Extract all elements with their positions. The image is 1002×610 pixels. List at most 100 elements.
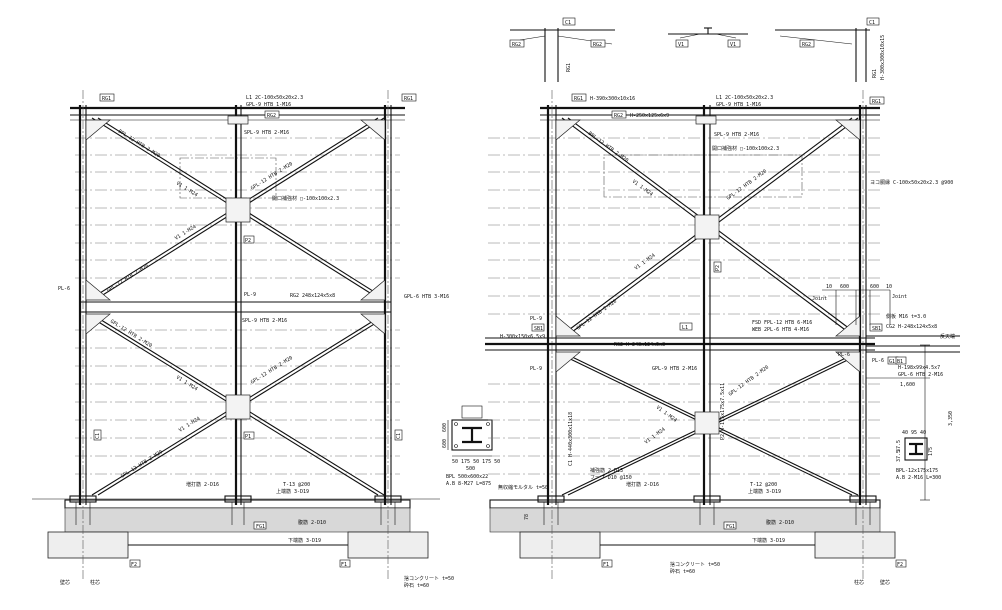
side-d175: 175 bbox=[928, 447, 934, 456]
base-dim-b: 600 bbox=[442, 439, 448, 448]
left-t13: T-13 @200 bbox=[283, 482, 310, 488]
d1-beam-right: RG2 bbox=[593, 42, 602, 48]
right-tokusei: 補強筋 2-D13 bbox=[590, 467, 623, 474]
right-pl9: PL-9 bbox=[530, 316, 542, 322]
left-rg2-top: RG2 bbox=[267, 113, 276, 119]
right-fg1: FG1 bbox=[726, 524, 735, 530]
side-base-detail: 40 95 40 37.5 37.5 175 BPL-12x175x175 A.… bbox=[896, 411, 954, 481]
right-v1-d: V1 1-M24 bbox=[644, 427, 667, 446]
d1-member: RG1 bbox=[566, 63, 572, 72]
d1-beam-left: RG2 bbox=[512, 42, 521, 48]
right-dim-600: 600 bbox=[840, 284, 849, 290]
top-detail-2: V1 V1 bbox=[668, 27, 748, 48]
right-dim-10a: 10 bbox=[826, 284, 832, 290]
left-hekishin: 壁芯 bbox=[60, 579, 70, 586]
left-f1: F1 bbox=[341, 562, 347, 568]
right-opening: 開口補強材 □-100x100x2.3 bbox=[712, 145, 779, 152]
side-dims-top: 40 95 40 bbox=[902, 430, 926, 436]
right-h-top: H-390x300x10x16 bbox=[590, 96, 635, 102]
side-d3350: 3,350 bbox=[948, 411, 954, 426]
left-zouda: 増打筋 2-D16 bbox=[186, 481, 219, 488]
right-joint-a: Joint bbox=[812, 296, 827, 302]
left-shitaba: 下端筋 3-D19 bbox=[288, 537, 321, 544]
right-g1: G1 bbox=[889, 359, 895, 365]
base-ab: A.B 8-M27 L=875 bbox=[446, 481, 491, 487]
right-hoop: フープ D10 @150 bbox=[590, 475, 632, 481]
right-sb1-b: SB1 bbox=[872, 326, 881, 332]
right-pl6b: PL-6 bbox=[872, 358, 884, 364]
left-uwaba: 上端筋 3-D19 bbox=[276, 488, 309, 495]
right-t12: T-12 @200 bbox=[750, 482, 777, 488]
right-sute: 捨コンクリート t=50 bbox=[670, 561, 720, 568]
left-v1-c: V1 1-M24 bbox=[175, 375, 199, 393]
right-elevation: RG1 H-390x300x10x16 RG2 H-250x125x6x9 L1… bbox=[485, 90, 960, 586]
right-rg2-size: H-250x125x6x9 bbox=[630, 113, 669, 119]
d3-member: RG1 bbox=[872, 69, 878, 78]
right-fsd: FSD FPL-12 HTB 6-M16 bbox=[752, 320, 812, 326]
side-bpl: BPL-12x175x175 bbox=[896, 468, 938, 474]
right-gpl9-b: GPL-9 HTB 2-M16 bbox=[652, 366, 697, 372]
right-dim-78: 78 bbox=[524, 514, 530, 520]
left-rg1-right: RG1 bbox=[404, 96, 413, 102]
right-b1-size: H-198x99x4.5x7 bbox=[898, 365, 940, 371]
right-rg2: RG2 bbox=[614, 113, 623, 119]
left-gpl12-a: GPL-12 HTB 2-M20 bbox=[250, 161, 294, 192]
right-p2: P2 bbox=[715, 265, 721, 271]
left-c1-left: C1 bbox=[95, 433, 101, 439]
top-detail-1: C1 RG2 RG2 RG1 bbox=[509, 17, 615, 82]
left-c1-right: C1 bbox=[396, 433, 402, 439]
left-gpl12-b: GPL-12 HTB 2-M20 bbox=[106, 263, 150, 294]
right-joint-b: Joint bbox=[892, 294, 907, 300]
right-v1-c: V1 1-M24 bbox=[655, 405, 678, 424]
left-bpl12: BPL-12 HTB 2-M20 bbox=[117, 129, 161, 160]
left-spl9-b: SPL-9 HTB 2-M16 bbox=[242, 318, 287, 324]
right-p2-spec: P2 H-175x175x7.5x11 bbox=[720, 383, 726, 440]
right-l1: L1 2C-100x50x20x2.3 bbox=[716, 95, 773, 101]
base-dim-a: 600 bbox=[442, 423, 448, 432]
right-v1-a: V1 1-M24 bbox=[631, 179, 654, 198]
left-p1: P1 bbox=[245, 434, 251, 440]
right-yoko: ヨコ胴縁 C-100x50x20x2.3 @900 bbox=[870, 179, 953, 186]
base-plate-detail: 600 600 50 175 50 175 50 500 BPL 500x600… bbox=[442, 405, 500, 487]
left-p2: P2 bbox=[245, 238, 251, 244]
left-gpl12-e: GPL-12 HTB 2-M20 bbox=[120, 449, 164, 480]
d1-col-label: C1 bbox=[565, 20, 571, 26]
right-rg2-mid: RG2 H-248x124x5x8 bbox=[614, 342, 665, 348]
right-chushin: 柱芯 bbox=[854, 579, 864, 586]
right-f2: F2 bbox=[897, 562, 903, 568]
right-pl9-b: PL-9 bbox=[530, 366, 542, 372]
right-gpl6: GPL-6 HTB 2-M16 bbox=[898, 372, 943, 378]
d2-right: V1 bbox=[730, 42, 736, 48]
left-opening: 開口補強材 □-100x100x2.3 bbox=[272, 195, 339, 202]
right-dim-600b: 600 bbox=[870, 284, 879, 290]
left-harakin: 腹筋 2-D10 bbox=[298, 519, 326, 526]
left-v1-d: V1 1-M24 bbox=[178, 416, 202, 434]
right-dim-10b: 10 bbox=[886, 284, 892, 290]
right-v1-b: V1 1-M24 bbox=[634, 253, 657, 272]
right-spl9: SPL-9 HTB 2-M16 bbox=[714, 132, 759, 138]
left-gpl9-top: GPL-9 HTB 1-M16 bbox=[246, 102, 291, 108]
right-harakin: 腹筋 2-D10 bbox=[766, 519, 794, 526]
left-gpl6: GPL-6 HTB 3-M16 bbox=[404, 294, 449, 300]
left-pl9: PL-9 bbox=[244, 292, 256, 298]
right-uwaba: 上端筋 3-D19 bbox=[748, 488, 781, 495]
right-sokumen: 側板 M16 t=3.0 bbox=[886, 313, 926, 320]
right-gpl12-c: GPL-12 HTB 2-M20 bbox=[728, 364, 770, 397]
left-saiseki: 砕石 t=60 bbox=[404, 582, 429, 589]
right-b1: B1 bbox=[897, 359, 903, 365]
right-gpl12-b: GPL-12 HTB 2-M20 bbox=[576, 298, 618, 331]
left-gpl12-d: GPL-12 HTB 2-M20 bbox=[250, 355, 294, 386]
base-dims-row: 50 175 50 175 50 bbox=[452, 459, 500, 465]
base-bpl: BPL 500x600x22 bbox=[446, 474, 488, 480]
right-rg1-right: RG1 bbox=[872, 99, 881, 105]
left-elevation: RG1 RG1 L1 2C-100x50x20x2.3 GPL-9 HTB 1-… bbox=[32, 90, 454, 589]
left-sute: 捨コンクリート t=50 bbox=[404, 575, 454, 582]
left-fg1: FG1 bbox=[256, 524, 265, 530]
right-zouda: 増打筋 2-D16 bbox=[626, 481, 659, 488]
d3-beam: RG2 bbox=[802, 42, 811, 48]
d3-col-label: C1 bbox=[869, 20, 875, 26]
left-f2: F2 bbox=[131, 562, 137, 568]
right-saiseki: 砕石 t=60 bbox=[670, 568, 695, 575]
right-hekishin: 壁芯 bbox=[880, 579, 890, 586]
